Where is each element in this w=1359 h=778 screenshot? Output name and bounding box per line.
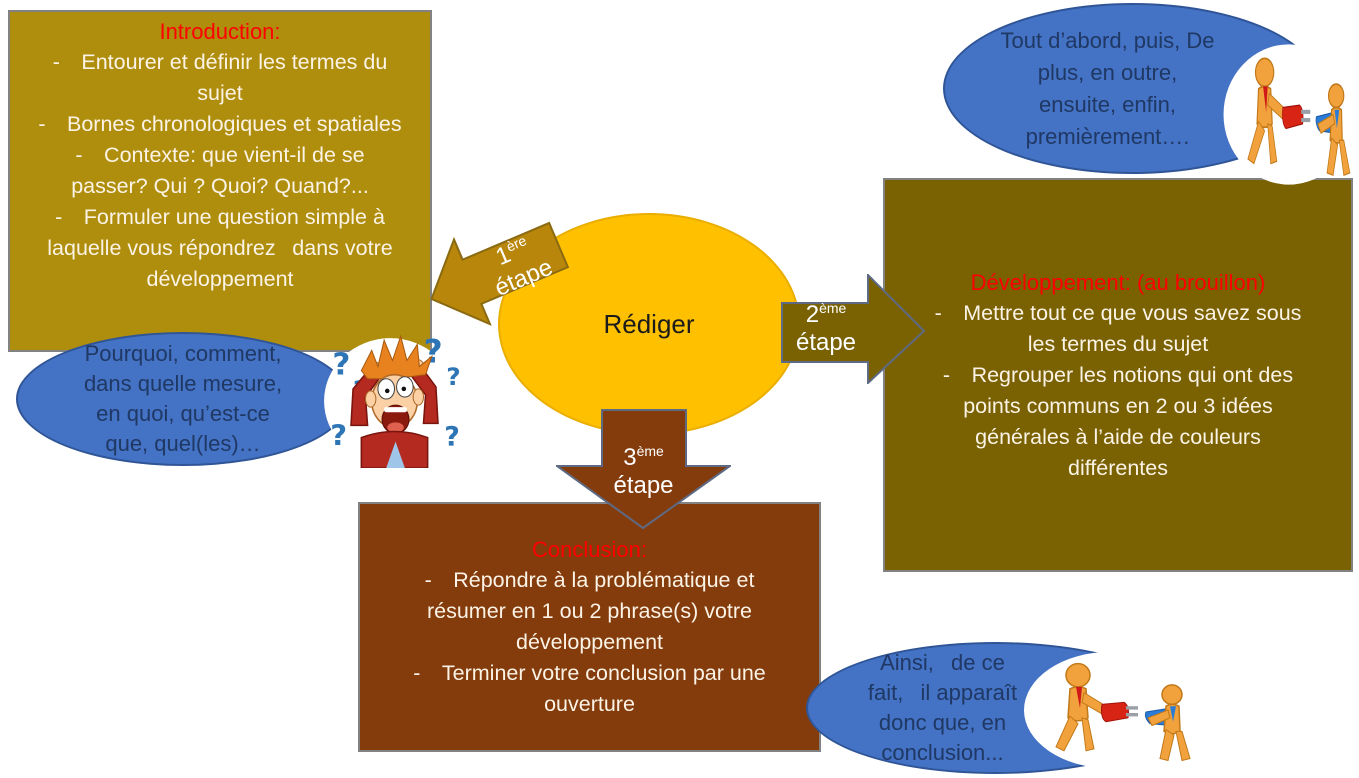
conclusion-box: Conclusion: - Répondre à la problématiqu… [358,502,821,752]
questions-line-4: que, quel(les)… [105,431,261,456]
question-mark-icon: ? [444,422,460,453]
step3-number: 3 [623,443,637,471]
sequencing-line-4: premièrement…. [1025,123,1190,149]
concluding-line-2: fait, il apparaît [867,680,1018,705]
introduction-bullet-2: - Bornes chronologiques et spatiales [38,112,402,136]
plug-connection-icon [1024,651,1196,769]
developpement-box: Développement: (au brouillon) - Mettre t… [883,178,1353,572]
sequencing-line-1: Tout d’abord, puis, De [1000,27,1215,53]
left-arrow-icon [430,221,570,327]
rediger-label: Rédiger [603,308,695,339]
step3-arrow: 3ème étape [556,409,731,530]
step3-suffix: ème [636,442,664,459]
sequencing-line-2: plus, en outre, [1037,59,1178,85]
step3-label: 3ème étape [556,415,731,523]
question-mark-icon: ? [332,347,350,383]
concluding-line-3: donc que, en [878,710,1007,735]
step2-number: 2 [805,300,820,328]
step2-suffix: ème [819,299,847,316]
concluding-line-1: Ainsi, de ce [880,650,1005,675]
concluding-line-4: conclusion... [881,740,1004,765]
question-mark-icon: ? [330,419,347,453]
introduction-bullet-1: - Entourer et définir les termes du suje… [52,50,388,105]
sequencing-line-3: ensuite, enfin, [1039,91,1176,117]
conclusion-title: Conclusion: [532,537,647,562]
questions-line-1: Pourquoi, comment, [84,341,282,366]
right-arrow-icon [781,274,926,384]
developpement-title: Développement: (au brouillon) [970,269,1266,295]
panic-question-clipart: ? ? ? ? ? ? [322,326,467,468]
step1-arrow: 1ère étape [411,200,579,344]
panic-clipart-icon: ? ? ? ? ? ? [324,333,461,468]
step3-ordinal: 3ème [623,438,664,471]
conclusion-bullet-1: - Répondre à la problématique et résumer… [424,568,755,654]
step2-label: 2ème étape [781,278,871,374]
developpement-bullet-2: - Regrouper les notions qui ont des poin… [942,362,1294,480]
introduction-box: Introduction: - Entourer et définir les … [8,10,432,352]
plug-connection-clipart-bottom [1022,650,1202,776]
plug-connection-clipart-top [1222,42,1359,194]
questions-bubble: Pourquoi, comment, dans quelle mesure, e… [16,332,350,466]
conclusion-bullet-2: - Terminer votre conclusion par une ouve… [413,661,766,716]
plug-connection-icon [1223,44,1355,185]
questions-line-3: en quoi, qu’est-ce [96,401,270,426]
introduction-bullet-4: - Formuler une question simple à laquell… [47,205,393,291]
down-arrow-icon [556,409,731,530]
introduction-bullet-3: - Contexte: que vient-il de se passer? Q… [71,143,369,198]
questions-line-2: dans quelle mesure, [83,371,283,396]
step2-ordinal: 2ème [806,295,847,328]
step3-word: étape [613,471,674,499]
developpement-bullet-1: - Mettre tout ce que vous savez sous les… [934,300,1302,356]
introduction-title: Introduction: [159,19,281,44]
step2-arrow: 2ème étape [781,274,927,384]
question-mark-icon: ? [446,362,460,391]
step2-word: étape [795,328,857,356]
